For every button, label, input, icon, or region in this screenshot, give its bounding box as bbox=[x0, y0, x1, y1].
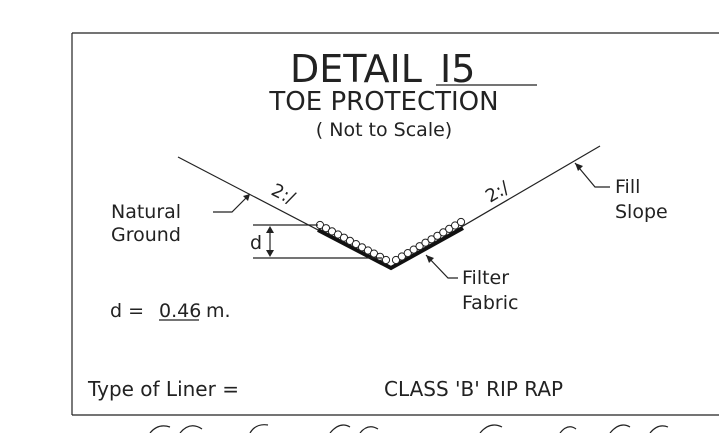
riprap-stone bbox=[421, 238, 430, 247]
detail-number: I5 bbox=[440, 47, 475, 91]
filter-fabric-label-line2: Fabric bbox=[462, 292, 518, 314]
riprap-stone bbox=[439, 228, 448, 237]
fill-slope-label-line1: Fill bbox=[615, 176, 640, 198]
riprap-stone bbox=[415, 242, 424, 251]
depth-spec-unit: m. bbox=[206, 300, 231, 322]
natural-ground-leader bbox=[213, 193, 251, 213]
natural-ground-label-line1: Natural bbox=[111, 201, 181, 223]
riprap-stone bbox=[451, 221, 460, 230]
riprap-stone bbox=[397, 252, 406, 261]
riprap-stone bbox=[427, 235, 436, 244]
depth-arrow-bottom bbox=[266, 250, 274, 257]
fill-slope-label-line2: Slope bbox=[615, 201, 668, 223]
riprap-stone bbox=[445, 224, 454, 233]
riprap-stone bbox=[433, 231, 442, 240]
riprap-stones bbox=[315, 217, 466, 265]
fill-slope-leader bbox=[574, 162, 610, 188]
natural-ground-arrowhead bbox=[243, 194, 250, 201]
riprap-stone bbox=[403, 249, 412, 258]
detail-word: DETAIL bbox=[290, 47, 422, 91]
riprap-stone bbox=[381, 255, 391, 265]
right-slope-ratio: 2:/ bbox=[482, 177, 514, 207]
depth-symbol: d bbox=[250, 232, 262, 254]
depth-arrow-top bbox=[266, 226, 274, 233]
fill-slope-arrowhead bbox=[575, 163, 583, 171]
liner-type-label: Type of Liner = bbox=[87, 377, 239, 401]
left-slope-ratio: 2:/ bbox=[268, 180, 299, 210]
riprap-stone bbox=[409, 245, 418, 254]
depth-spec-prefix: d = bbox=[110, 300, 144, 322]
filter-fabric-label-line1: Filter bbox=[462, 267, 509, 289]
scale-note: ( Not to Scale) bbox=[316, 119, 452, 141]
depth-spec-value: 0.46 bbox=[159, 300, 201, 322]
filter-fabric-line bbox=[317, 226, 464, 271]
filter-fabric-arrowhead bbox=[426, 255, 434, 263]
liner-type-value: CLASS 'B' RIP RAP bbox=[384, 377, 563, 401]
clipped-next-line-fragment bbox=[149, 424, 669, 433]
natural-ground-label-line2: Ground bbox=[111, 224, 181, 246]
detail-subtitle: TOE PROTECTION bbox=[268, 87, 498, 117]
filter-fabric-leader bbox=[425, 254, 458, 279]
riprap-stone bbox=[456, 217, 466, 227]
riprap-stone bbox=[391, 255, 401, 265]
